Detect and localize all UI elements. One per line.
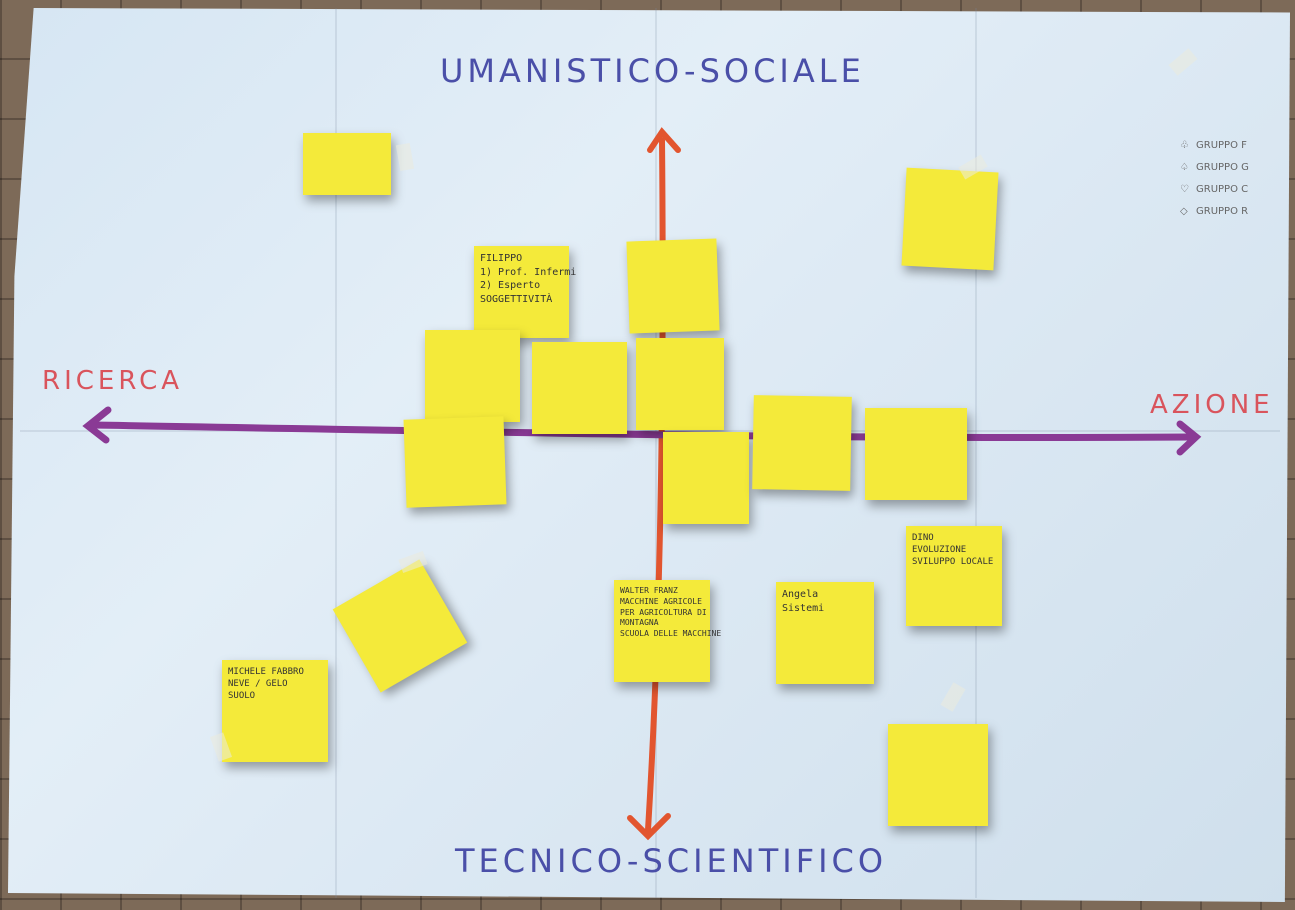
note-line: SCUOLA DELLE MACCHINE [620, 629, 722, 639]
note-line: SUOLO [228, 691, 256, 702]
sticky-note-dino: DINO EVOLUZIONE SVILUPPO LOCALE [906, 526, 1002, 626]
diamond-icon: ◇ [1180, 206, 1188, 217]
group-legend: ♧ GRUPPO F ♤ GRUPPO G ♡ GRUPPO C ◇ GRUPPO R [1180, 135, 1249, 223]
note-line: MACCHINE AGRICOLE [620, 596, 702, 606]
paper-fold [975, 8, 977, 898]
legend-label: GRUPPO C [1196, 184, 1249, 195]
paper-fold [20, 430, 1280, 432]
vertical-axis-arrow [627, 127, 681, 841]
axis-label-left: RICERCA [42, 366, 184, 396]
legend-label: GRUPPO G [1196, 162, 1249, 173]
sticky-note [865, 408, 967, 500]
club-icon: ♧ [1180, 140, 1189, 151]
note-line: DINO [912, 533, 934, 543]
sticky-note [663, 432, 749, 524]
legend-item: ♧ GRUPPO F [1180, 135, 1249, 157]
heart-icon: ♡ [1180, 184, 1189, 195]
note-line: SVILUPPO LOCALE [912, 557, 994, 568]
sticky-note [626, 238, 720, 334]
axis-label-right: AZIONE [1150, 390, 1274, 420]
sticky-note [403, 416, 507, 508]
note-line: Sistemi [782, 602, 825, 614]
note-line: NEVE / GELO [228, 679, 288, 690]
note-line: FILIPPO [480, 253, 523, 264]
spade-icon: ♤ [1180, 162, 1189, 173]
sticky-note [901, 167, 999, 271]
note-line: MONTAGNA [620, 618, 659, 628]
legend-label: GRUPPO F [1196, 140, 1247, 151]
paper-fold [655, 8, 657, 898]
sticky-note [888, 724, 988, 826]
axis-label-bottom: TECNICO-SCIENTIFICO [455, 842, 888, 880]
horizontal-axis-arrow [82, 406, 1202, 456]
legend-item: ◇ GRUPPO R [1180, 201, 1249, 223]
note-line: SOGGETTIVITÀ [480, 293, 553, 305]
sticky-note-angela: Angela Sistemi [776, 582, 874, 684]
note-line: WALTER FRANZ [620, 586, 678, 595]
note-line: PER AGRICOLTURA DI [620, 607, 707, 617]
axis-label-top: UMANISTICO-SOCIALE [440, 52, 865, 90]
sticky-note [752, 395, 852, 491]
note-line: 2) Esperto [480, 280, 541, 291]
legend-item: ♡ GRUPPO C [1180, 179, 1249, 201]
sticky-note-walter: WALTER FRANZ MACCHINE AGRICOLE PER AGRIC… [614, 580, 722, 682]
sticky-note [425, 330, 520, 422]
sticky-note [636, 338, 724, 430]
legend-item: ♤ GRUPPO G [1180, 157, 1249, 179]
note-line: MICHELE FABBRO [228, 667, 304, 677]
note-line: Angela [782, 589, 819, 600]
paper-fold [335, 8, 337, 898]
sticky-note-blank [303, 133, 391, 195]
legend-label: GRUPPO R [1196, 206, 1249, 217]
note-line: EVOLUZIONE [912, 545, 967, 556]
note-line: 1) Prof. Infermi [480, 266, 577, 278]
sticky-note-michele: MICHELE FABBRO NEVE / GELO SUOLO [222, 660, 328, 762]
sticky-note-filippo: FILIPPO 1) Prof. Infermi 2) Esperto SOGG… [474, 246, 577, 338]
sticky-note [532, 342, 627, 434]
